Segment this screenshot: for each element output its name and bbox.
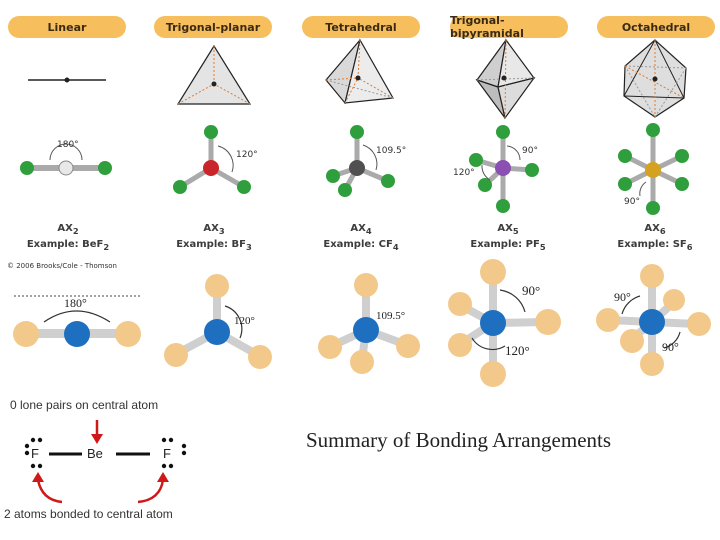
- octahedral-angle-label: 90°: [624, 197, 640, 207]
- lewis-center-be: Be: [87, 446, 103, 461]
- lower-trigonal-angle: 120°: [234, 315, 255, 327]
- linear-angle-label: 180°: [57, 140, 79, 150]
- lewis-right-f: F: [163, 446, 171, 461]
- geometry-label-trigonal-planar: Trigonal-planar: [154, 16, 272, 38]
- caption-trigonal-planar: AX3 Example: BF3: [176, 223, 252, 252]
- caption-octahedral: AX6 Example: SF6: [617, 223, 693, 252]
- lone-pairs-note: 0 lone pairs on central atom: [10, 398, 159, 412]
- trigonal-angle-label: 120°: [236, 150, 258, 160]
- lower-tetrahedral-angle: 109.5°: [376, 310, 406, 322]
- lewis-left-f: F: [31, 446, 39, 461]
- copyright-text: © 2006 Brooks/Cole - Thomson: [7, 262, 117, 270]
- caption-trigonal-bipyramidal: AX5 Example: PF5: [470, 223, 546, 252]
- tbp-angle-label-90: 90°: [522, 146, 538, 156]
- geometry-label-trigonal-bipyramidal: Trigonal-bipyramidal: [450, 14, 568, 40]
- lower-octahedral-angle-a: 90°: [614, 290, 631, 304]
- geometry-label-linear: Linear: [8, 16, 126, 38]
- summary-title: Summary of Bonding Arrangements: [306, 428, 612, 452]
- lower-tbp-angle-90: 90°: [522, 283, 541, 298]
- geometry-label-octahedral: Octahedral: [597, 16, 715, 38]
- bonded-atoms-note: 2 atoms bonded to central atom: [4, 507, 173, 521]
- tetrahedral-angle-label: 109.5°: [376, 146, 407, 156]
- caption-tetrahedral: AX4 Example: CF4: [323, 223, 399, 252]
- tbp-angle-label-120: 120°: [453, 168, 475, 178]
- lower-linear-angle: 180°: [64, 296, 87, 310]
- lower-octahedral-angle-b: 90°: [662, 340, 679, 354]
- lower-tbp-angle-120: 120°: [505, 343, 530, 358]
- caption-linear: AX2 Example: BeF2: [26, 223, 110, 252]
- geometry-label-tetrahedral: Tetrahedral: [302, 16, 420, 38]
